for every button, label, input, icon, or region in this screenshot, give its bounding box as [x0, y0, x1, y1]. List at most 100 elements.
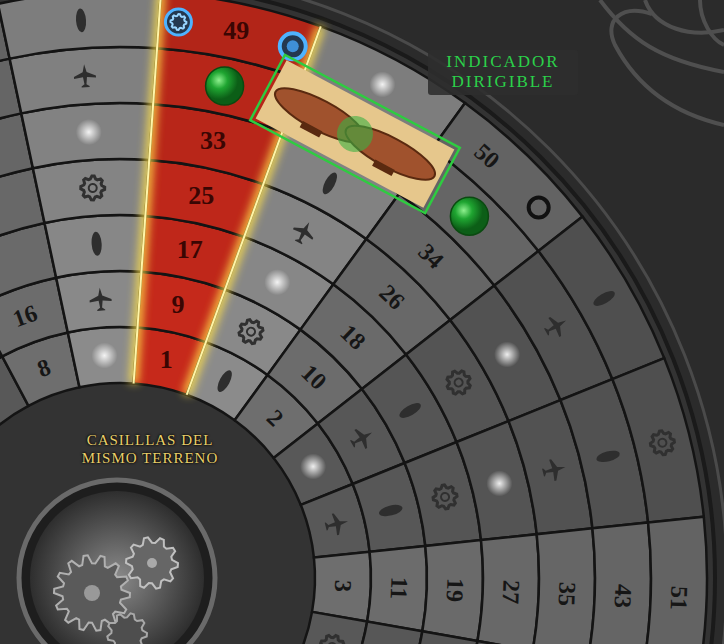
- plane-symbol: [73, 63, 97, 87]
- cell-number: 11: [386, 576, 411, 600]
- gear-symbol: [126, 537, 178, 588]
- board-cell: [533, 528, 595, 644]
- gear-symbol: [317, 632, 347, 644]
- airship-gondola: [372, 160, 395, 177]
- gear-symbol: [442, 366, 475, 399]
- cell-number: 8: [34, 355, 53, 382]
- bomb-symbol: [378, 503, 404, 519]
- light-symbol: [489, 337, 525, 373]
- plane-symbol: [323, 510, 351, 537]
- blue-gear-icon: [170, 14, 186, 30]
- node-shape: [16, 477, 218, 644]
- cell-number: 16: [9, 300, 40, 331]
- corner-ornament: [600, 0, 724, 72]
- board-cell: [446, 641, 532, 644]
- board-cell: [346, 622, 423, 644]
- cell-number: 10: [297, 360, 331, 394]
- bomb-symbol: [91, 231, 103, 256]
- screw-symbol: [84, 585, 100, 601]
- cell-number: 19: [442, 577, 467, 602]
- cell-number: 50: [470, 139, 504, 173]
- light-symbol: [75, 118, 103, 146]
- blue-ring-icon: [287, 40, 299, 52]
- cell-number: 34: [414, 239, 448, 273]
- gear-symbol: [88, 184, 97, 193]
- cell-number: 26: [375, 280, 409, 314]
- board-cell: [295, 612, 367, 644]
- corner-ornament: [645, 0, 724, 33]
- ring-marker: [529, 198, 549, 218]
- clock-face: [30, 491, 204, 644]
- green-token: [206, 67, 244, 105]
- clock-hub: CASILLLAS DEL MISMO TERRENO: [16, 477, 218, 644]
- bomb-symbol: [75, 8, 87, 33]
- light-symbol: [260, 265, 295, 300]
- cell-number: 9: [172, 292, 185, 318]
- indicator-panel: [256, 60, 455, 207]
- cell-number: 1: [160, 347, 173, 373]
- cell-number: 49: [223, 18, 249, 44]
- board-cell: [33, 159, 149, 223]
- cell-number: 43: [610, 583, 635, 608]
- highlight-glow: [134, 0, 161, 383]
- board-cell: [68, 327, 138, 387]
- plane-symbol: [541, 311, 572, 342]
- board-cell: [538, 217, 664, 379]
- light-symbol: [365, 67, 400, 102]
- cell-number: 17: [177, 237, 203, 263]
- gear-symbol: [658, 438, 668, 448]
- bomb-symbol: [320, 170, 340, 196]
- board-cell: [432, 103, 582, 251]
- light-symbol: [295, 449, 331, 485]
- board-cell: [56, 271, 141, 332]
- board-cell: [21, 103, 153, 168]
- cell-number: 2: [262, 405, 287, 431]
- indicator-heading: INDICADOR DIRIGIBLE: [428, 50, 578, 95]
- screw-symbol: [147, 558, 157, 568]
- gear-symbol: [107, 613, 147, 644]
- clock-case: [19, 480, 215, 644]
- board-cell: [367, 546, 427, 631]
- bomb-symbol: [0, 385, 1, 410]
- board-cell: [396, 631, 478, 644]
- plane-symbol: [347, 423, 378, 454]
- light-symbol: [484, 468, 516, 500]
- board-cell: [0, 0, 161, 59]
- board-cell: [10, 47, 157, 113]
- gear-symbol: [453, 377, 464, 388]
- airship-indicator: INDICADOR DIRIGIBLE: [250, 40, 580, 215]
- gear-symbol: [246, 326, 257, 337]
- plane-symbol: [540, 456, 568, 483]
- cell-number: 3: [331, 579, 355, 592]
- green-token: [450, 197, 488, 235]
- green-token: [331, 110, 380, 159]
- light-symbol: [91, 342, 119, 370]
- plane-symbol: [289, 217, 319, 248]
- corner-ornament: [700, 0, 724, 45]
- board-cell: [45, 215, 146, 278]
- bomb-symbol: [397, 400, 423, 421]
- board-cell: [312, 552, 371, 622]
- highlight-edge: [134, 0, 161, 383]
- board-cell: [477, 534, 539, 644]
- cell-number: 25: [188, 183, 214, 209]
- gear-symbol: [431, 482, 460, 511]
- board-cell: [643, 517, 707, 644]
- bomb-symbol: [215, 368, 235, 394]
- cell-number: 18: [336, 320, 370, 354]
- blue-gear-icon: [165, 9, 191, 35]
- cell-number: 51: [666, 585, 691, 610]
- board-cell: [422, 540, 483, 641]
- board-cell: [588, 522, 651, 644]
- gear-symbol: [327, 642, 337, 644]
- cell-number: 35: [554, 581, 579, 606]
- bomb-symbol: [595, 449, 621, 465]
- hub-heading: CASILLLAS DEL MISMO TERRENO: [60, 431, 240, 469]
- gear-symbol: [648, 428, 677, 457]
- plane-symbol: [89, 287, 113, 311]
- board-cell: [612, 358, 703, 522]
- bomb-symbol: [591, 288, 617, 309]
